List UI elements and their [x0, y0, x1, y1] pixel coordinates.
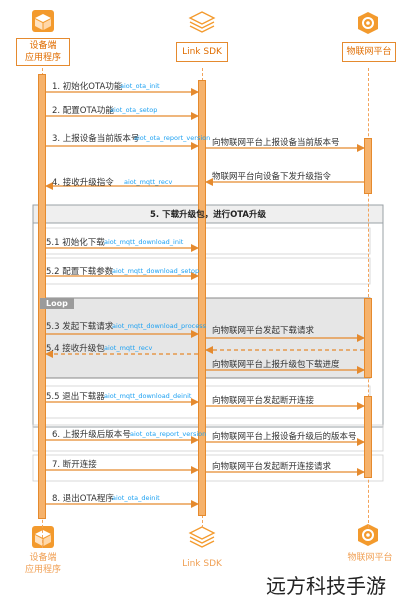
group-frame-7 [32, 454, 384, 482]
msg-2-text: 2. 配置OTA功能 [52, 106, 114, 116]
msg-5-3-text: 5.3 发起下载请求 [46, 322, 114, 332]
sdk-label: Link SDK [182, 47, 222, 57]
device-label-line1-bottom: 设备端 [29, 553, 57, 563]
msg-progress-right-text: 向物联网平台上报升级包下载进度 [212, 360, 340, 370]
sdk-participant-bottom: Link SDK [176, 558, 228, 570]
sdk-label-bottom: Link SDK [182, 559, 222, 569]
msg-3-right-text: 向物联网平台上报设备当前版本号 [212, 138, 340, 148]
msg-6-right-text: 向物联网平台上报设备升级后的版本号 [212, 432, 357, 442]
msg-5-1-api: aiot_mqtt_download_init [104, 238, 184, 246]
device-label-line2-bottom: 应用程序 [24, 565, 61, 575]
msg-5-2-api: aiot_mqtt_download_setop [112, 267, 200, 275]
sdk-layers-icon-top [188, 11, 216, 33]
msg-6-text: 6. 上报升级后版本号 [52, 430, 131, 440]
section-5-header-bg [32, 204, 384, 224]
msg-4-right-text: 物联网平台向设备下发升级指令 [212, 172, 332, 182]
msg-3-text: 3. 上报设备当前版本号 [52, 134, 140, 144]
sdk-layers-icon-bottom [188, 526, 216, 548]
msg-4-api: aiot_mqtt_recv [124, 178, 173, 186]
section-5-title: 5. 下载升级包，进行OTA升级 [149, 210, 267, 220]
sdk-participant-top: Link SDK [176, 42, 228, 62]
msg-3-api: aiot_ota_report_version [134, 134, 211, 142]
loop-tag: Loop [40, 298, 74, 309]
msg-5-3-right-text: 向物联网平台发起下载请求 [212, 326, 315, 336]
msg-7-text: 7. 断开连接 [52, 460, 97, 470]
msg-5-5-text: 5.5 退出下载器 [46, 392, 105, 402]
msg-5-5-api: aiot_mqtt_download_deinit [104, 392, 192, 400]
msg-8-api: aiot_ota_deinit [112, 494, 160, 502]
msg-5-2-text: 5.2 配置下载参数 [46, 267, 114, 277]
msg-2-api: aiot_ota_setop [110, 106, 158, 114]
iot-hexagon-icon-bottom [358, 524, 378, 546]
device-cube-icon-bottom [32, 526, 54, 548]
msg-6-api: aiot_ota_report_version [130, 430, 207, 438]
iot-activation-bar-3 [364, 396, 372, 478]
iot-activation-bar-1 [364, 138, 372, 194]
device-label-line2: 应用程序 [24, 53, 61, 63]
watermark: 远方科技手游 [262, 570, 390, 599]
iot-hexagon-icon-top [358, 12, 378, 34]
iot-label-bottom: 物联网平台 [347, 553, 393, 563]
msg-8-text: 8. 退出OTA程序 [52, 494, 114, 504]
msg-1-api: aiot_ota_init [120, 82, 160, 90]
msg-5-1-text: 5.1 初始化下载 [46, 238, 105, 248]
device-participant-bottom: 设备端 应用程序 [16, 552, 70, 576]
device-cube-icon-top [32, 10, 54, 32]
msg-5-3-api: aiot_mqtt_download_process [112, 322, 207, 330]
msg-5-5-right-text: 向物联网平台发起断开连接 [212, 396, 315, 406]
group-frame-6 [32, 424, 384, 452]
msg-1-text: 1. 初始化OTA功能 [52, 82, 123, 92]
iot-label: 物联网平台 [346, 47, 392, 57]
device-label-line1: 设备端 [29, 41, 57, 51]
iot-participant-bottom: 物联网平台 [342, 552, 398, 564]
sdk-activation-bar [198, 80, 206, 516]
msg-4-text: 4. 接收升级指令 [52, 178, 114, 188]
iot-activation-bar-2 [364, 298, 372, 378]
iot-participant-top: 物联网平台 [342, 42, 396, 62]
device-activation-bar [38, 74, 46, 519]
msg-5-4-text: 5.4 接收升级包 [46, 344, 105, 354]
device-participant-top: 设备端 应用程序 [16, 38, 70, 66]
msg-5-4-api: aiot_mqtt_recv [104, 344, 153, 352]
msg-7-right-text: 向物联网平台发起断开连接请求 [212, 462, 332, 472]
